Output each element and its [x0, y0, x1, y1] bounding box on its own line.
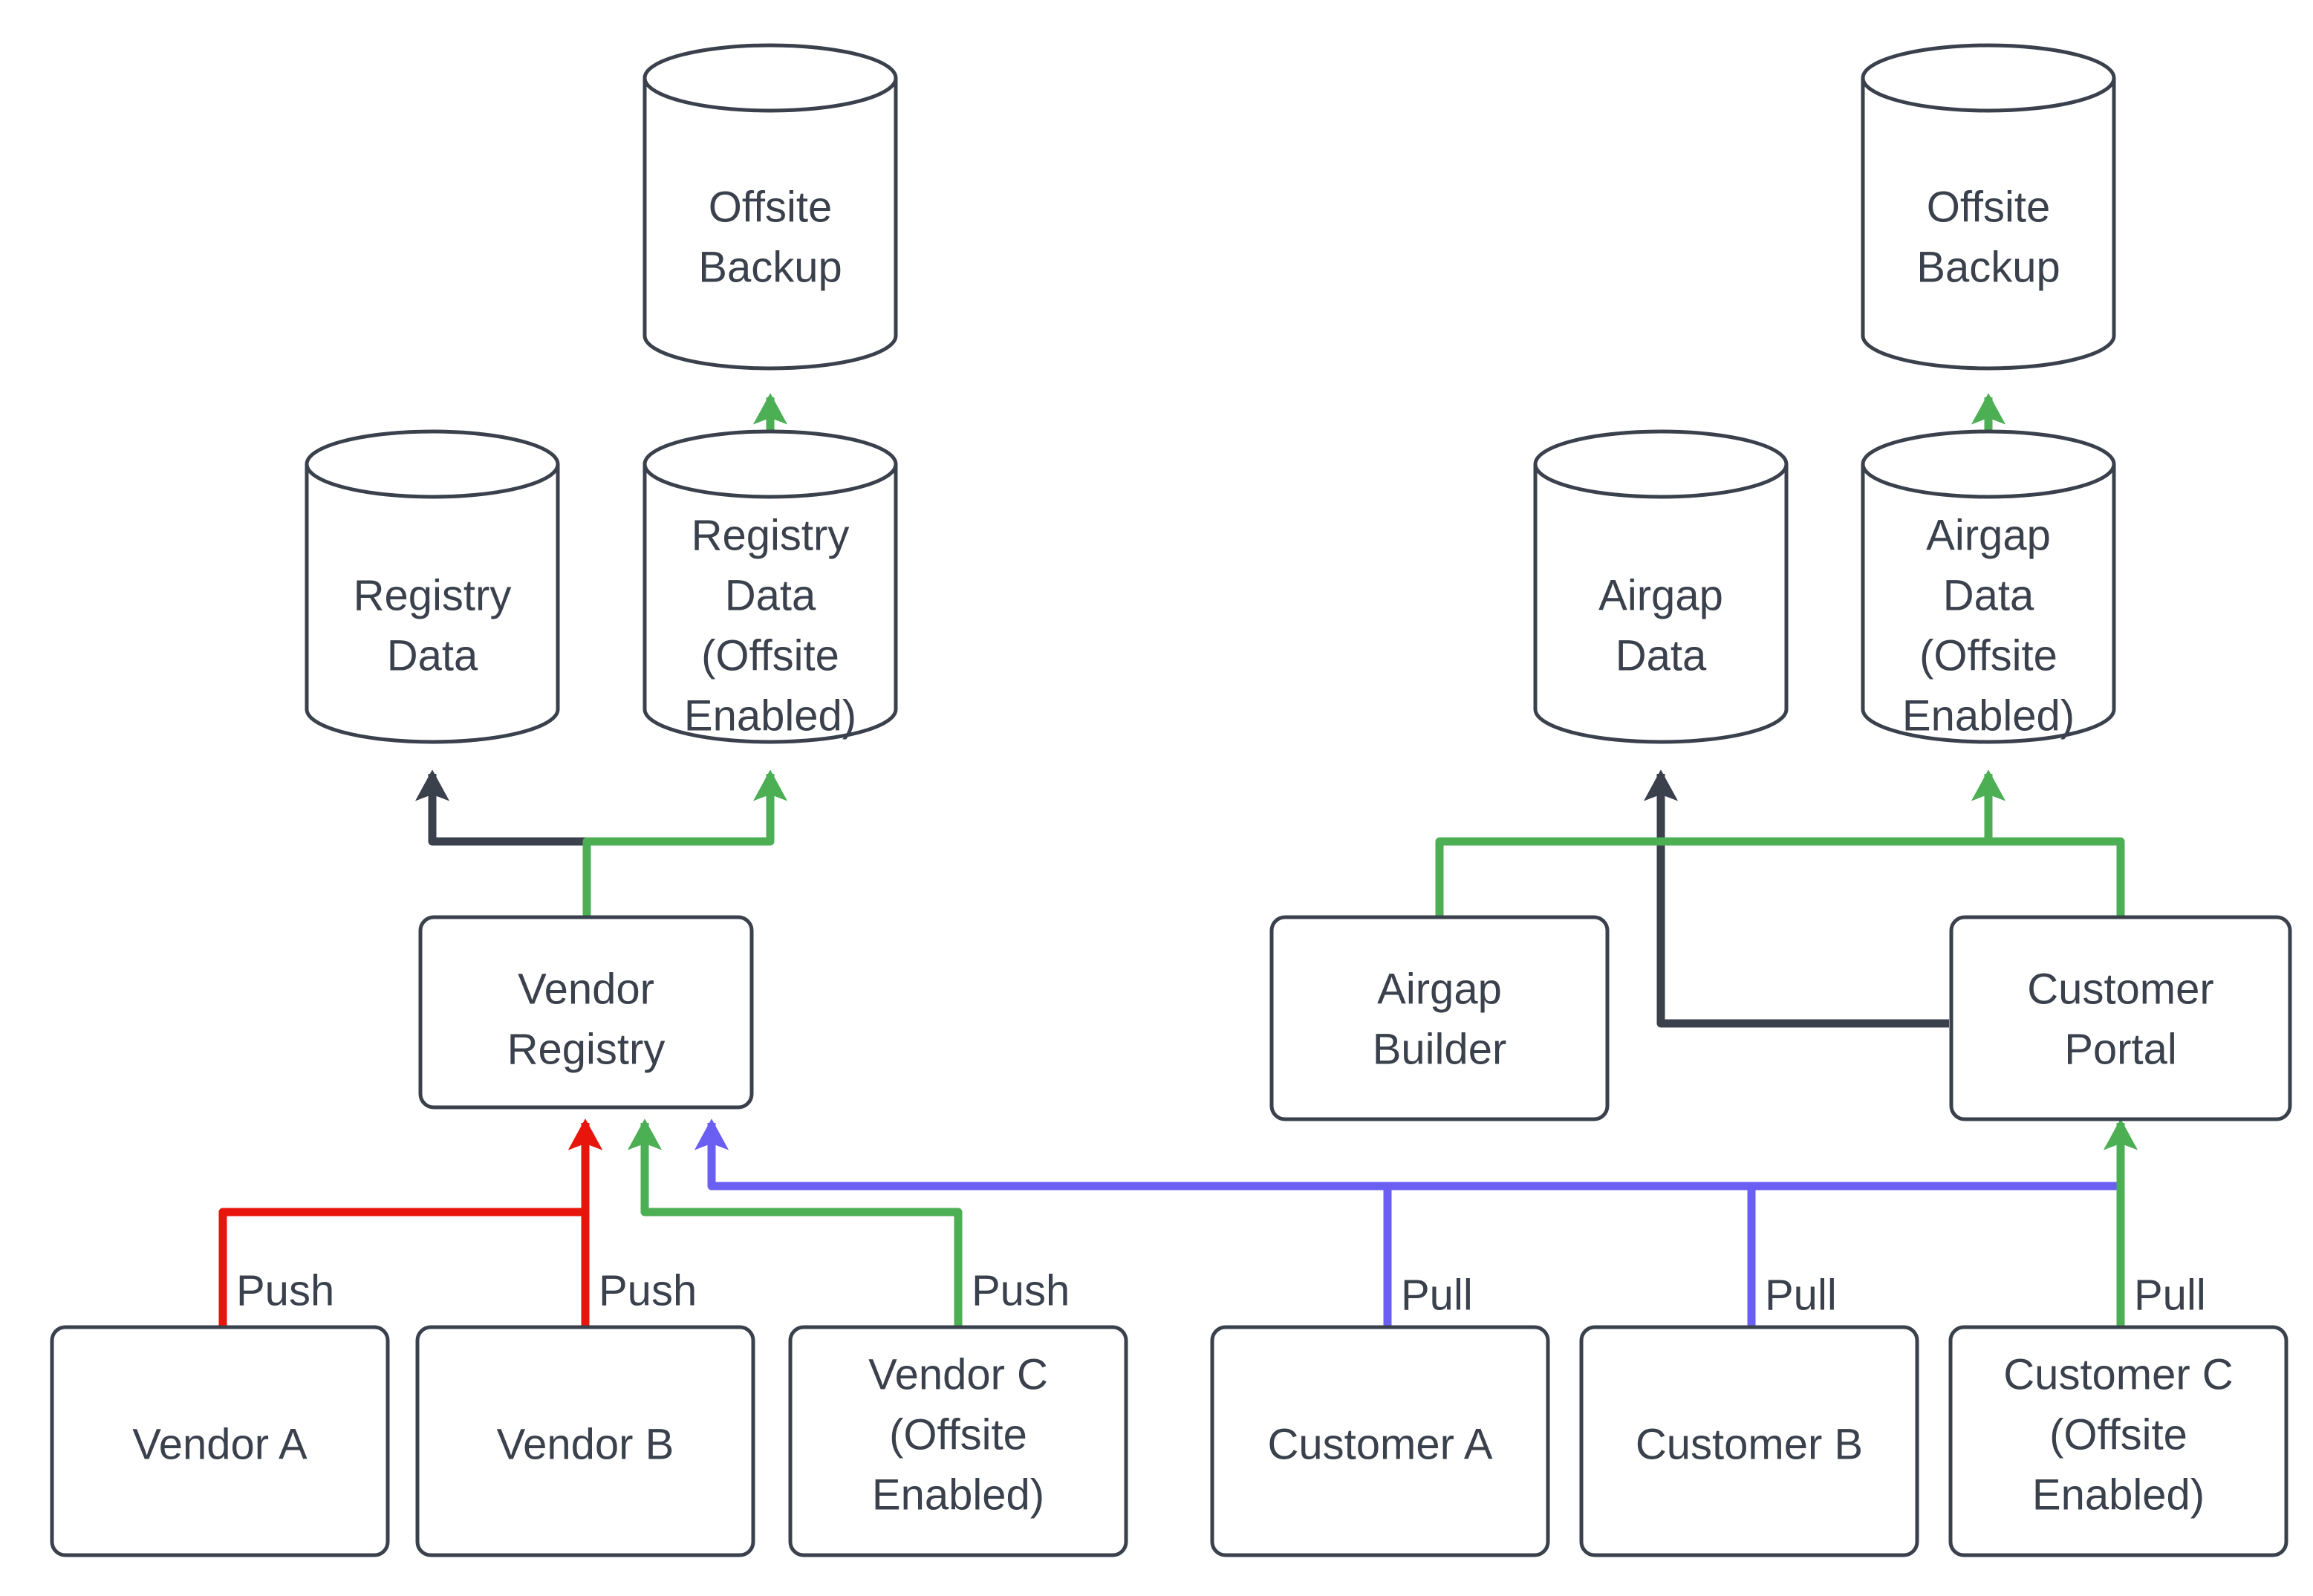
node-label-line1: Airgap: [1377, 965, 1502, 1013]
cylinder-top: [642, 43, 898, 113]
edge-airgap-builder-to-airgap-data-offsite: [1435, 769, 2006, 916]
node-box: [788, 1325, 1128, 1557]
node-box: [1948, 1325, 2288, 1557]
node-label-line2: Data: [387, 631, 478, 680]
cylinder-body: [642, 78, 898, 371]
edge-customer-b-pull: [712, 1182, 1756, 1326]
node-customer-portal[interactable]: Customer Portal: [1949, 915, 2292, 1121]
node-label-line1: Vendor B: [497, 1420, 674, 1468]
node-box: [418, 915, 754, 1110]
node-label-line1: Offsite: [1927, 183, 2051, 231]
edge-label-customer-a-pull: Pull: [1401, 1271, 1473, 1319]
cylinder-top: [305, 429, 560, 499]
node-airgap-data[interactable]: Airgap Data: [1533, 429, 1789, 744]
node-label-line1: Registry: [354, 571, 512, 619]
node-box: [1269, 915, 1610, 1121]
node-box: [50, 1325, 390, 1557]
node-label-line1: Customer A: [1268, 1420, 1493, 1468]
node-label-line1: Customer: [2027, 965, 2213, 1013]
node-label-line1: Customer B: [1636, 1420, 1863, 1468]
edge-label-customer-b-pull: Pull: [1765, 1271, 1837, 1319]
node-vendor-registry[interactable]: Vendor Registry: [418, 915, 754, 1110]
node-vendor-a[interactable]: Vendor A: [50, 1325, 390, 1557]
node-label-line4: Enabled): [1902, 691, 2075, 740]
node-registry-data[interactable]: Registry Data: [305, 429, 560, 744]
node-label-line2: (Offsite: [2049, 1410, 2187, 1459]
edge-customer-portal-to-airgap-data: [1643, 769, 1949, 1028]
node-box: [1579, 1325, 1919, 1557]
cylinder-top: [642, 429, 898, 499]
node-label-line1: Airgap: [1598, 571, 1723, 619]
node-label-line1: Airgap: [1926, 511, 2051, 559]
node-label-line2: Data: [725, 571, 816, 619]
edge-label-layer: Push Push Push Pull Pull Pull: [236, 1266, 2206, 1319]
node-box: [415, 1325, 755, 1557]
node-offsite-backup-left[interactable]: Offsite Backup: [642, 43, 898, 371]
node-label-line2: Registry: [507, 1025, 666, 1073]
edge-vendor-c-push: [627, 1118, 963, 1326]
node-label-line3: Enabled): [2032, 1470, 2205, 1519]
node-label-line2: Backup: [1916, 243, 2060, 291]
node-label-line2: Builder: [1373, 1025, 1507, 1073]
cylinder-body: [305, 464, 560, 744]
edge-layer: [218, 393, 2138, 1326]
cylinder-top: [1861, 429, 2116, 499]
node-box: [1949, 915, 2292, 1121]
node-label-line2: Data: [1943, 571, 2034, 619]
cylinder-body: [1533, 464, 1789, 744]
edge-label-customer-c-pull: Pull: [2134, 1271, 2206, 1319]
node-label-line3: Enabled): [872, 1470, 1044, 1519]
node-customer-b[interactable]: Customer B: [1579, 1325, 1919, 1557]
cylinder-top: [1861, 43, 2116, 113]
node-label-line1: Customer C: [2003, 1350, 2233, 1398]
node-label-line1: Vendor A: [132, 1420, 308, 1468]
cylinder-top: [1533, 429, 1789, 499]
edge-label-vendor-a-push: Push: [236, 1266, 334, 1315]
edge-label-vendor-b-push: Push: [599, 1266, 697, 1315]
cylinder-body: [642, 464, 898, 744]
node-label-line2: Backup: [698, 243, 842, 291]
node-airgap-builder[interactable]: Airgap Builder: [1269, 915, 1610, 1121]
node-label-line1: Vendor: [518, 965, 654, 1013]
cylinder-body: [1861, 78, 2116, 371]
edge-vendor-registry-to-registry-data-offsite: [582, 769, 788, 916]
node-label-line2: Portal: [2064, 1025, 2177, 1073]
node-customer-c[interactable]: Customer C (Offsite Enabled): [1948, 1325, 2288, 1557]
node-airgap-data-offsite[interactable]: Airgap Data (Offsite Enabled): [1861, 429, 2116, 744]
node-label-line4: Enabled): [684, 691, 856, 740]
node-registry-data-offsite[interactable]: Registry Data (Offsite Enabled): [642, 429, 898, 744]
node-vendor-c[interactable]: Vendor C (Offsite Enabled): [788, 1325, 1128, 1557]
node-vendor-b[interactable]: Vendor B: [415, 1325, 755, 1557]
edge-label-vendor-c-push: Push: [972, 1266, 1070, 1315]
cylinder-body: [1861, 464, 2116, 744]
node-customer-a[interactable]: Customer A: [1210, 1325, 1550, 1557]
edge-customer-portal-to-airgap-data-offsite: [1988, 837, 2125, 916]
node-label-line1: Registry: [692, 511, 850, 559]
node-offsite-backup-right[interactable]: Offsite Backup: [1861, 43, 2116, 371]
node-label-line1: Vendor C: [868, 1350, 1048, 1398]
node-label-line2: (Offsite: [889, 1410, 1027, 1459]
edge-vendor-registry-to-registry-data: [414, 769, 587, 846]
node-label-line3: (Offsite: [1919, 631, 2057, 680]
node-label-line2: Data: [1616, 631, 1707, 680]
node-label-line3: (Offsite: [701, 631, 839, 680]
node-box: [1210, 1325, 1550, 1557]
node-label-line1: Offsite: [709, 183, 833, 231]
